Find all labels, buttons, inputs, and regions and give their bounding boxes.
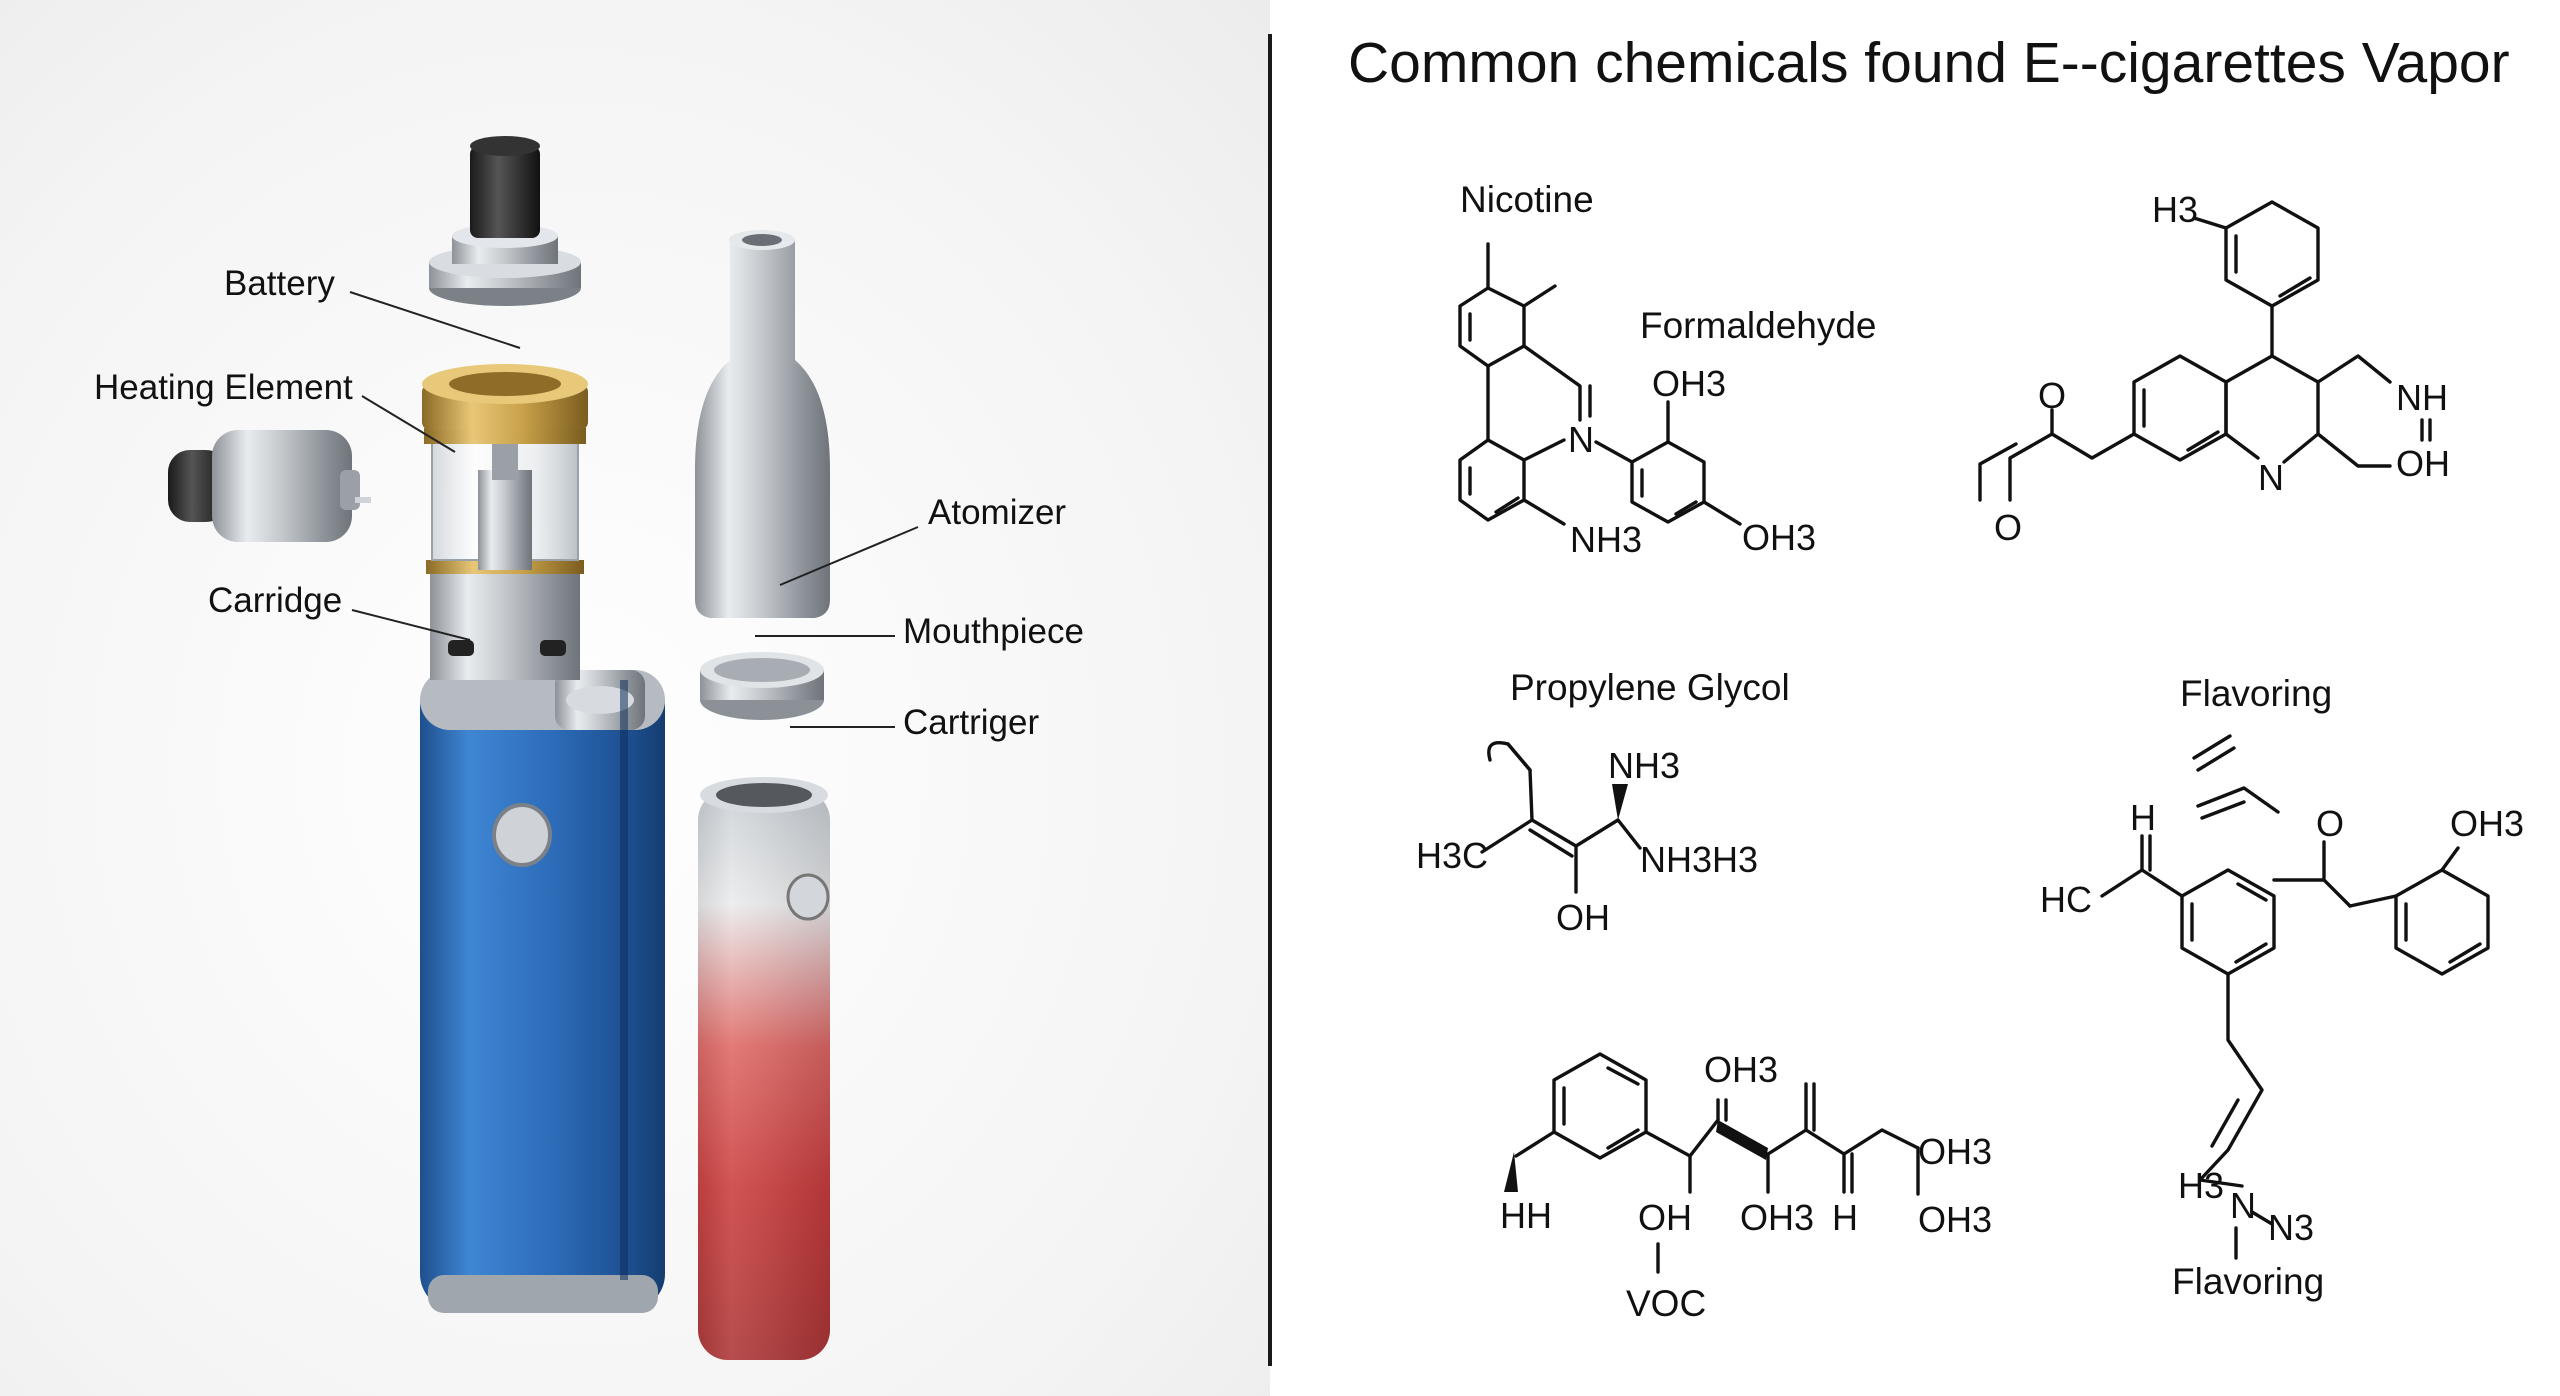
atomizer-sleeve [695,230,830,618]
molecule-flavoring-lower: H3 N N3 Flavoring [2172,1165,2324,1302]
chemicals-title: Common chemicals found E--cigarettes Vap… [1348,31,2510,95]
leader-lines [349,291,919,728]
molecule-propylene-glycol: Propylene Glycol NH3 H3C NH3H3 OH [1416,667,1790,938]
panel-divider [1268,34,1272,1366]
atom-OH3-voc-mid: OH3 [1740,1197,1814,1238]
atom-OH: OH [2396,443,2450,484]
atom-O-bottom: O [1994,507,2022,548]
blue-box-mod [420,670,665,1313]
molecule-name-propylene-glycol: Propylene Glycol [1510,667,1790,708]
label-battery: Battery [224,264,335,303]
atom-OH3-top: OH3 [1652,363,1726,404]
device-panel: Battery Heating Element Carridge Atomize… [0,0,1270,1396]
top-drip-cap [429,136,581,306]
atom-HC: HC [2040,879,2092,920]
cartridge-ring [700,652,824,720]
atom-OH-pg: OH [1556,897,1610,938]
atom-OH3-bottom: OH3 [1742,517,1816,558]
atom-N-ring: N [2258,457,2284,498]
atom-NH: NH [2396,377,2448,418]
molecule-name-formaldehyde: Formaldehyde [1640,305,1877,346]
molecule-name-voc: VOC [1626,1283,1706,1324]
chemical-structures: Nicotine Formaldehyde N NH3 OH3 OH3 H3 [1416,179,2524,1324]
atom-H3: H3 [2152,189,2198,230]
molecule-upper-right: H3 N O O NH OH [1978,189,2450,548]
atom-O-flav: O [2316,803,2344,844]
atom-NH3-top: NH3 [1608,745,1680,786]
label-cartriger: Cartriger [903,703,1040,742]
atom-NH3H3: NH3H3 [1640,839,1758,880]
atom-OH3-voc-right2: OH3 [1918,1199,1992,1240]
molecule-name-flavoring-lower: Flavoring [2172,1261,2324,1302]
label-heating-element: Heating Element [94,368,353,407]
atom-N3-flav: N3 [2268,1207,2314,1248]
atom-H-voc: H [1832,1197,1858,1238]
molecule-nicotine-formaldehyde: Nicotine Formaldehyde N NH3 OH3 OH3 [1458,179,1877,560]
molecule-name-nicotine: Nicotine [1460,179,1594,220]
molecule-flavoring-upper: Flavoring O H HC OH3 [2040,673,2524,1182]
atom-OH3-voc-right1: OH3 [1918,1131,1992,1172]
vape-device-illustration [168,136,919,1360]
molecule-voc: HH OH3 OH OH3 H OH3 OH3 VOC [1500,1049,1992,1324]
side-connector [168,430,371,542]
atom-OH3-voc-top: OH3 [1704,1049,1778,1090]
atom-HH: HH [1500,1195,1552,1236]
label-atomizer: Atomizer [928,493,1067,532]
atom-H-flav: H [2130,797,2156,838]
atom-N: N [1568,419,1594,460]
atom-OH3-flav: OH3 [2450,803,2524,844]
atom-H3C: H3C [1416,835,1488,876]
atom-NH3: NH3 [1570,519,1642,560]
atom-OH-voc: OH [1638,1197,1692,1238]
glass-tank [422,364,588,680]
atom-N-flav: N [2230,1185,2256,1226]
molecule-name-flavoring-upper: Flavoring [2180,673,2332,714]
atom-O-top: O [2038,375,2066,416]
red-battery-tube [698,777,830,1360]
label-mouthpiece: Mouthpiece [903,612,1084,651]
label-carridge: Carridge [208,581,343,620]
atom-H3-flav: H3 [2178,1165,2224,1206]
